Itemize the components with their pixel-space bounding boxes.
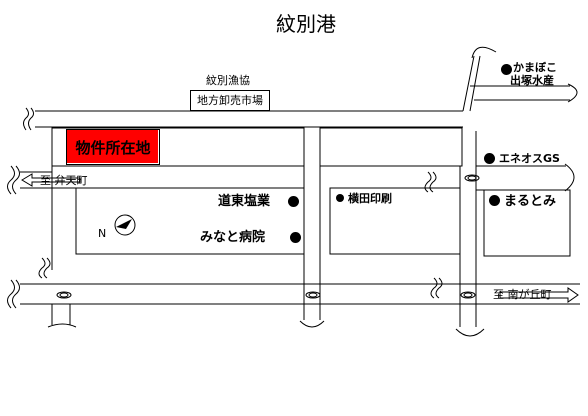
crossing-right: [460, 291, 476, 299]
east-road: [476, 165, 566, 191]
block-market: [51, 127, 305, 167]
stub-right-cap: [455, 328, 485, 337]
yokota-label: 横田印刷: [348, 192, 392, 205]
compass-letter: N: [98, 227, 106, 240]
branch-road: [470, 85, 570, 101]
property-label: 物件所在地: [66, 129, 160, 165]
branch-cap: [567, 83, 578, 103]
vert-road-right: [459, 131, 477, 305]
top-road: [35, 110, 463, 128]
west-break: [7, 165, 20, 195]
bottom-road: [20, 253, 580, 305]
block-middle-top: [319, 127, 463, 167]
eneos-marker: [484, 153, 495, 164]
market-label: 地方卸売市場: [190, 90, 270, 111]
property-fill: [66, 129, 158, 163]
stub-left: [51, 304, 71, 325]
douto-enkyo-marker: [288, 196, 299, 207]
east-cap: [564, 163, 575, 192]
arrow-west: [21, 173, 81, 187]
north-cap: [471, 46, 497, 59]
marutomi-label: まるとみ: [504, 194, 557, 209]
to-bentencho-label: 至 弁天町: [40, 174, 88, 187]
north-road: [462, 55, 481, 112]
north-arrow-icon: N: [98, 213, 140, 247]
kamaboko-label-1: かまぼこ: [513, 61, 557, 74]
vert-road-mid: [303, 166, 321, 305]
yokota-marker: [336, 194, 344, 202]
marutomi-marker: [489, 195, 500, 206]
break-mark: [23, 107, 34, 131]
kamaboko-marker: [501, 64, 512, 75]
kamaboko-label-2: 出塚水産: [510, 74, 554, 87]
arrow-east: [499, 287, 579, 303]
crossing-left: [56, 291, 72, 299]
eneos-label: エネオスGS: [499, 152, 560, 165]
page-title: 紋別港: [276, 12, 336, 36]
west-road: [20, 171, 76, 189]
to-minamigaoka-label: 至 南が丘町: [493, 288, 552, 301]
crossing-mid: [305, 291, 321, 299]
bottom-break-1: [38, 257, 51, 279]
stub-right: [459, 304, 477, 327]
stub-left-cap: [47, 323, 77, 328]
east-break: [424, 171, 437, 193]
crossing-east: [464, 174, 480, 182]
bottom-break-2: [430, 277, 443, 299]
vert-road-left: [51, 166, 77, 270]
bottom-break-left: [7, 279, 20, 309]
hospital-marker: [290, 232, 301, 243]
fishery-label: 紋別漁協: [206, 74, 250, 87]
minato-hospital-label: みなと病院: [200, 230, 266, 245]
douto-enkyo-label: 道東塩業: [218, 194, 271, 209]
stub-mid-cap: [299, 320, 325, 328]
stub-mid: [303, 304, 321, 320]
